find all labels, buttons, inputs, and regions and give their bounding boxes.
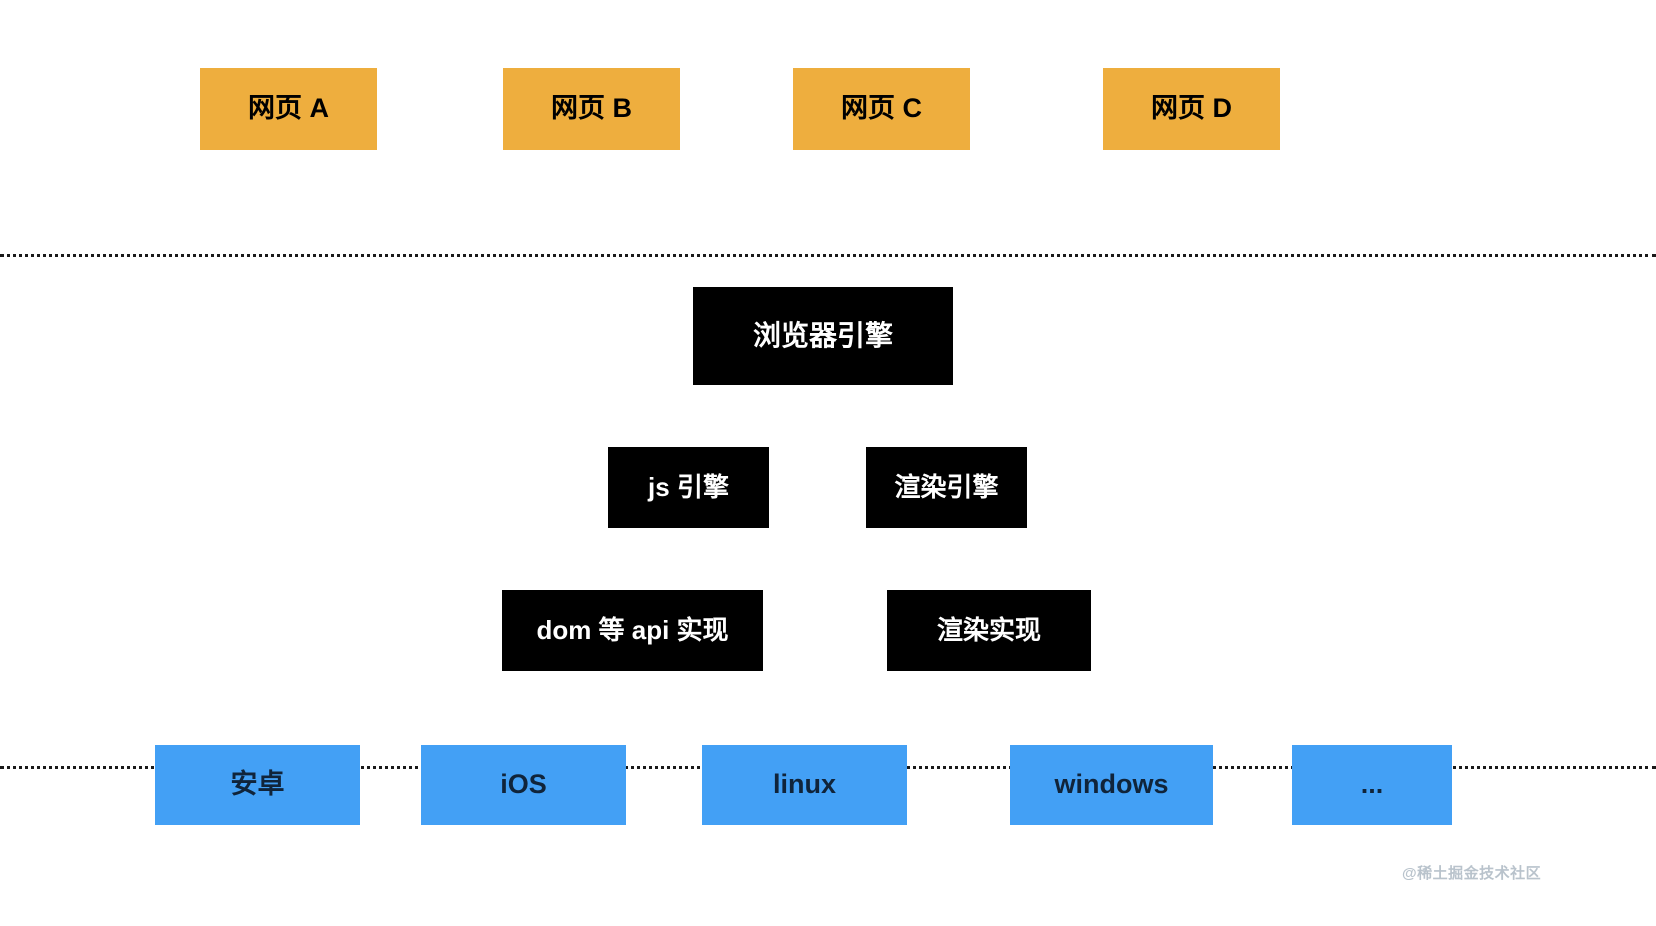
os-box-android: 安卓 — [155, 745, 360, 825]
page-box-a: 网页 A — [200, 68, 377, 150]
render-impl-box: 渲染实现 — [887, 590, 1091, 671]
divider-pages-engine — [0, 254, 1656, 257]
js-engine-label: js 引擎 — [648, 472, 729, 503]
page-box-d: 网页 D — [1103, 68, 1280, 150]
render-engine-box: 渲染引擎 — [866, 447, 1027, 528]
dom-api-impl-box: dom 等 api 实现 — [502, 590, 763, 671]
os-box-windows-label: windows — [1054, 769, 1169, 800]
os-box-linux-label: linux — [772, 769, 836, 800]
page-box-c: 网页 C — [793, 68, 970, 150]
os-box-windows: windows — [1010, 745, 1213, 825]
os-box-android-label: 安卓 — [230, 769, 285, 800]
page-box-d-label: 网页 D — [1151, 93, 1232, 124]
render-engine-label: 渲染引擎 — [894, 472, 999, 503]
watermark: @稀土掘金技术社区 — [1402, 865, 1542, 882]
os-box-ios-label: iOS — [500, 769, 547, 800]
page-box-a-label: 网页 A — [248, 93, 329, 124]
js-engine-box: js 引擎 — [608, 447, 769, 528]
os-box-more-label: ... — [1360, 769, 1384, 800]
browser-engine-label: 浏览器引擎 — [752, 319, 893, 351]
browser-engine-box: 浏览器引擎 — [693, 287, 953, 385]
os-box-more: ... — [1292, 745, 1452, 825]
render-impl-label: 渲染实现 — [936, 615, 1041, 646]
dom-api-impl-label: dom 等 api 实现 — [536, 615, 729, 646]
os-box-ios: iOS — [421, 745, 626, 825]
page-box-b-label: 网页 B — [551, 93, 632, 124]
os-box-linux: linux — [702, 745, 907, 825]
page-box-c-label: 网页 C — [841, 93, 922, 124]
page-box-b: 网页 B — [503, 68, 680, 150]
